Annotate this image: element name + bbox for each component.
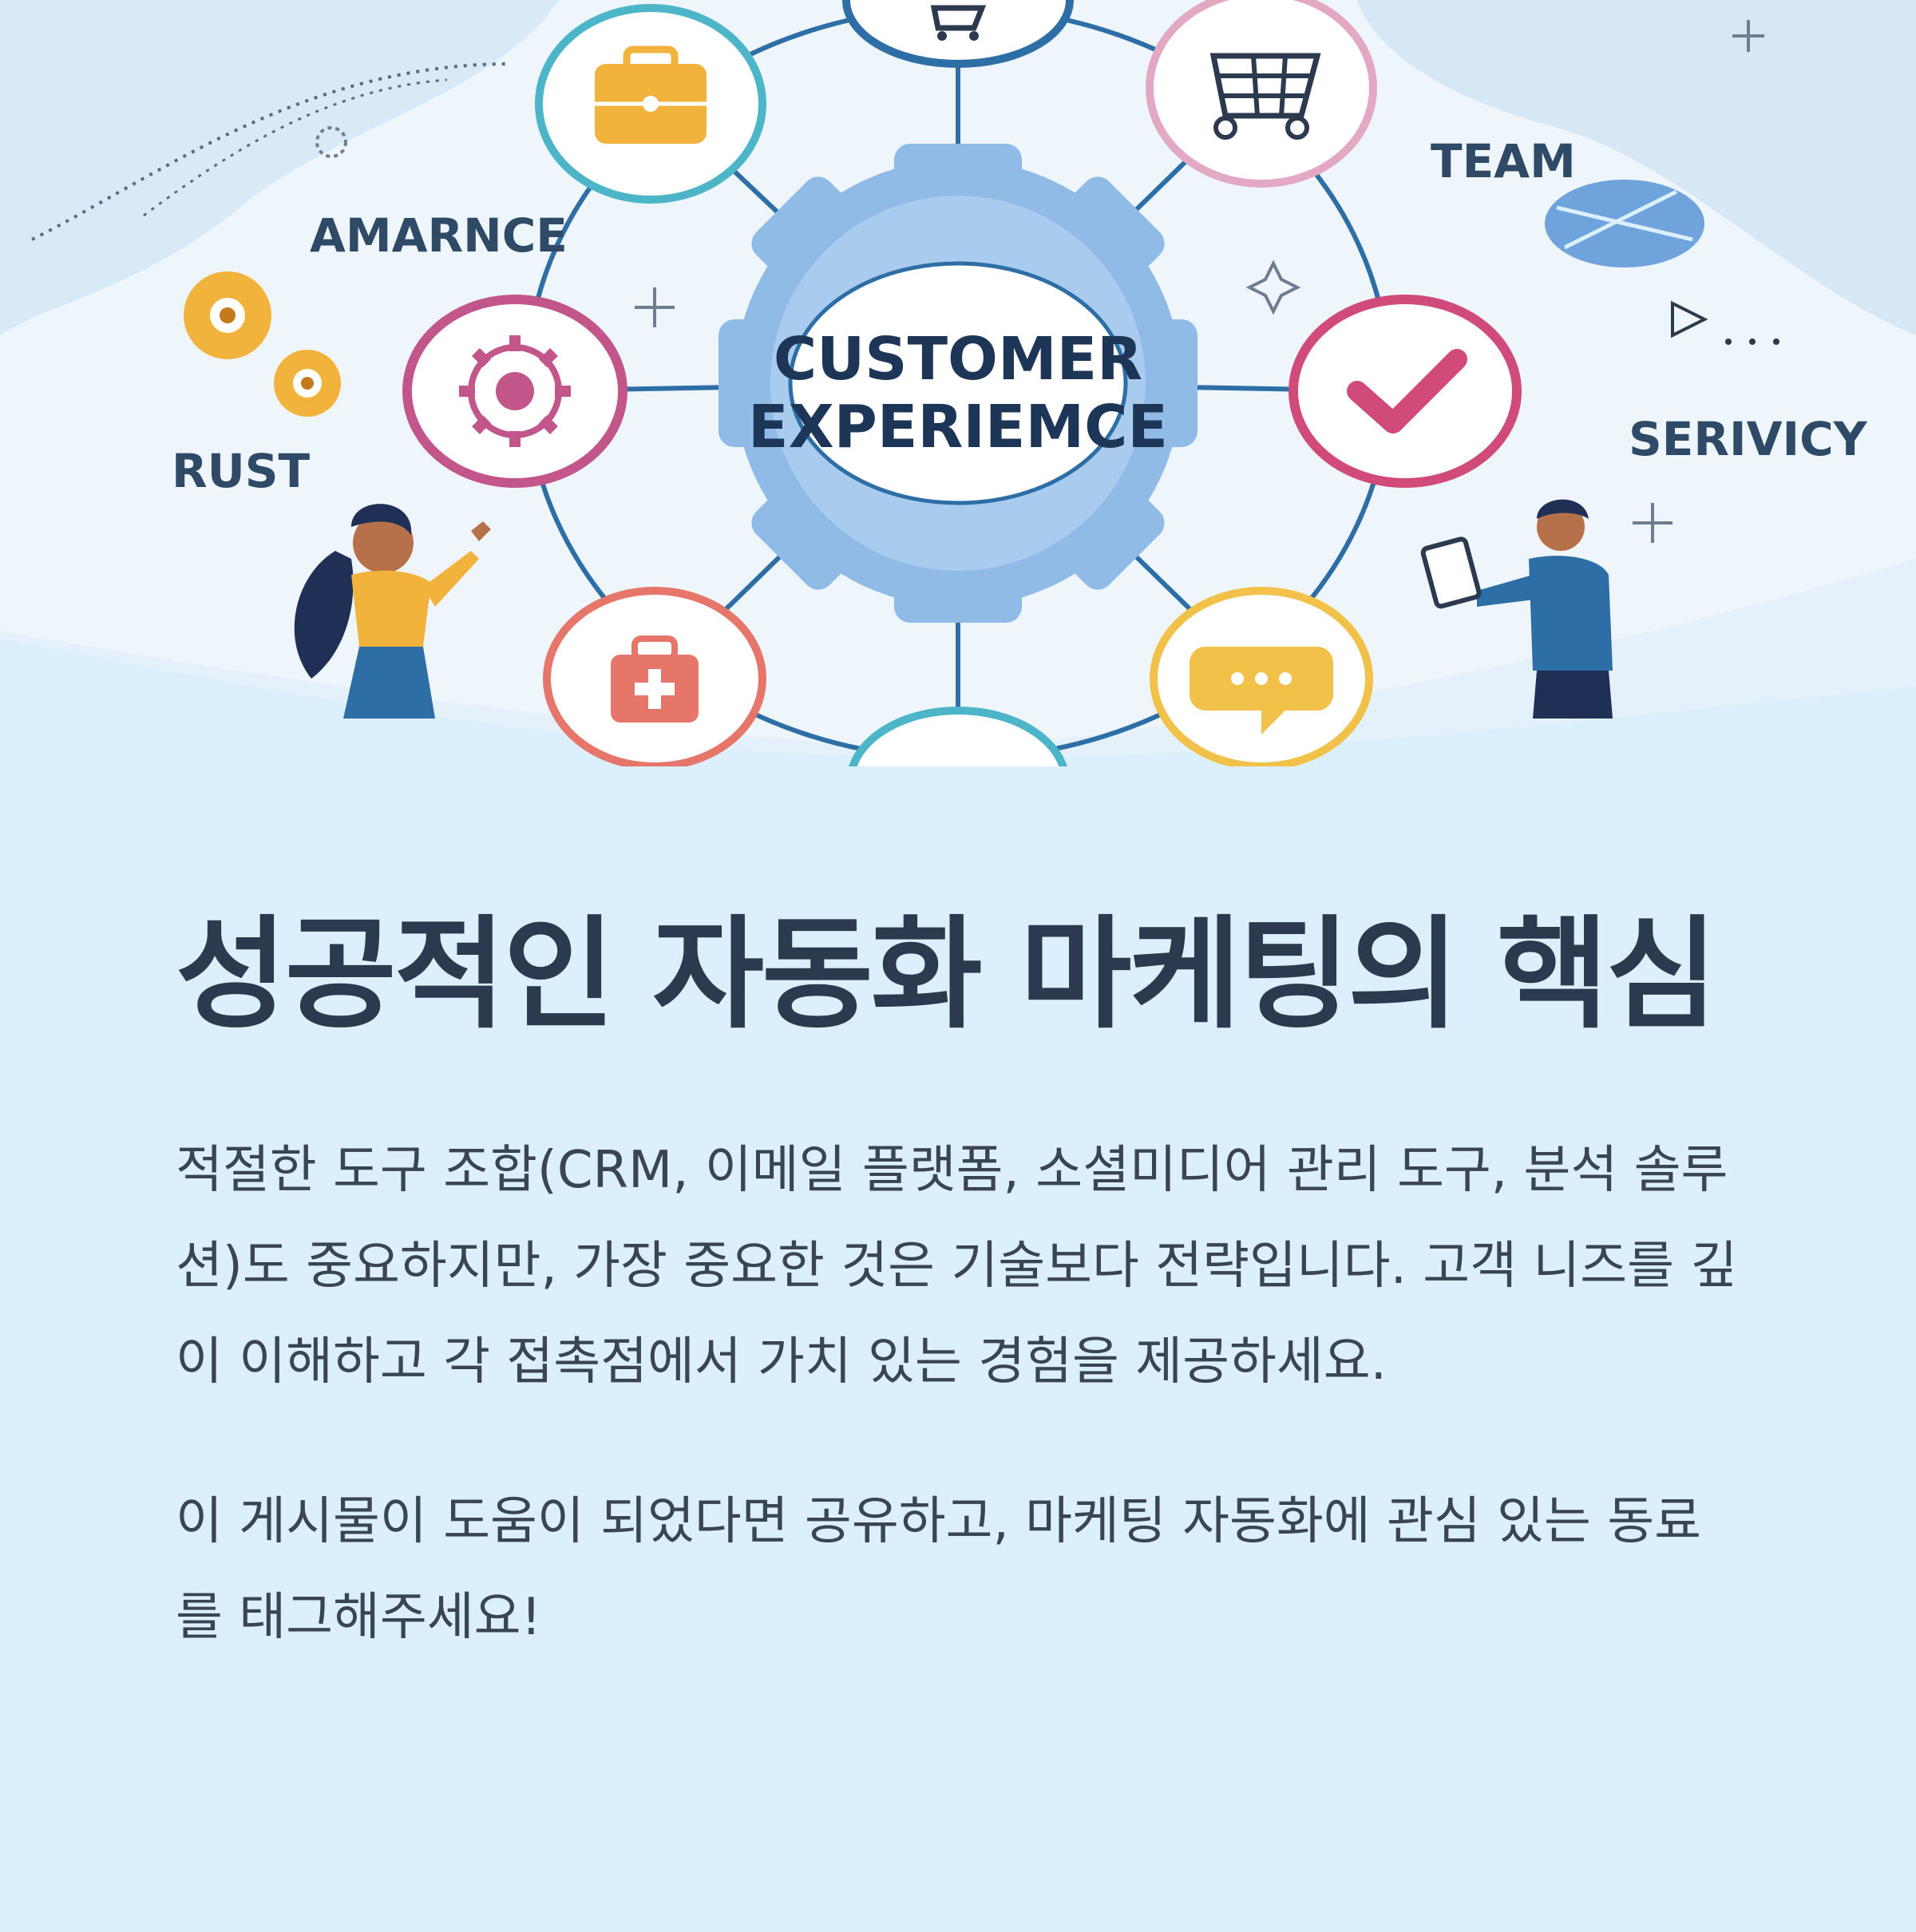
- post-title: 성공적인 자동화 마케팅의 핵심: [176, 904, 1718, 1045]
- label-serivicy: SERIVICY: [1629, 412, 1868, 466]
- gears-icon: [184, 271, 341, 417]
- shopping-cart-icon: [1146, 0, 1377, 188]
- first-aid-icon: [543, 587, 766, 766]
- bottom-badge-icon: [849, 707, 1067, 766]
- post-paragraph-2: 이 게시물이 도움이 되었다면 공유하고, 마케팅 자동화에 관심 있는 동료를…: [176, 1492, 1701, 1648]
- center-label-line1: CUSTOMER: [774, 325, 1142, 394]
- team-blob-icon: [1545, 180, 1704, 267]
- customer-experience-illustration: CUSTOMER EXPERIEMCE: [0, 0, 1916, 766]
- cart-icon: [842, 0, 1074, 68]
- play-icon: [1671, 300, 1708, 338]
- label-rust: RUST: [172, 444, 311, 498]
- center-label-line2: EXPERIEMCE: [748, 393, 1168, 461]
- label-amarnce: AMARNCE: [310, 208, 568, 263]
- central-gear-icon: CUSTOMER EXPERIEMCE: [718, 144, 1198, 623]
- man-with-tablet-icon: [1420, 499, 1613, 719]
- label-team: TEAM: [1431, 134, 1576, 188]
- checkmark-icon: [1289, 295, 1522, 488]
- chat-bubble-icon: [1150, 587, 1373, 766]
- briefcase-icon: [535, 4, 766, 204]
- gear-icon: [402, 295, 627, 488]
- woman-pointing-icon: [294, 504, 491, 719]
- post-content: 성공적인 자동화 마케팅의 핵심 적절한 도구 조합(CRM, 이메일 플랫폼,…: [176, 902, 1740, 1665]
- post-paragraph-1: 적절한 도구 조합(CRM, 이메일 플랫폼, 소셜미디어 관리 도구, 분석 …: [176, 1141, 1738, 1392]
